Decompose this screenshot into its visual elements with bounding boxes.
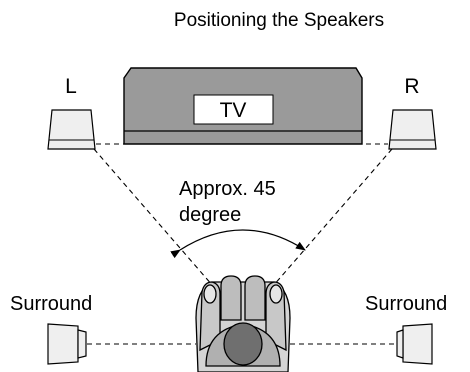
surround-right-label: Surround bbox=[365, 293, 447, 315]
left-front-speaker bbox=[47, 109, 96, 150]
right-front-speaker bbox=[388, 109, 437, 150]
surround-left-label: Surround bbox=[10, 293, 92, 315]
angle-arc bbox=[170, 229, 306, 259]
listener-head bbox=[223, 322, 263, 366]
tv-label: TV bbox=[220, 99, 247, 122]
right-listening-line bbox=[272, 148, 393, 287]
tv: TV bbox=[123, 67, 363, 145]
listener-figure bbox=[195, 275, 291, 372]
angle-label-line2: degree bbox=[179, 204, 241, 226]
tv-screen-label-box bbox=[193, 94, 274, 125]
left-speaker-label: L bbox=[65, 75, 77, 98]
angle-label-line1: Approx. 45 bbox=[179, 178, 276, 200]
right-surround-speaker bbox=[396, 323, 433, 365]
left-listening-line bbox=[93, 148, 214, 287]
left-surround-speaker bbox=[47, 323, 87, 365]
right-speaker-label: R bbox=[404, 75, 419, 98]
diagram-title: Positioning the Speakers bbox=[174, 10, 384, 31]
